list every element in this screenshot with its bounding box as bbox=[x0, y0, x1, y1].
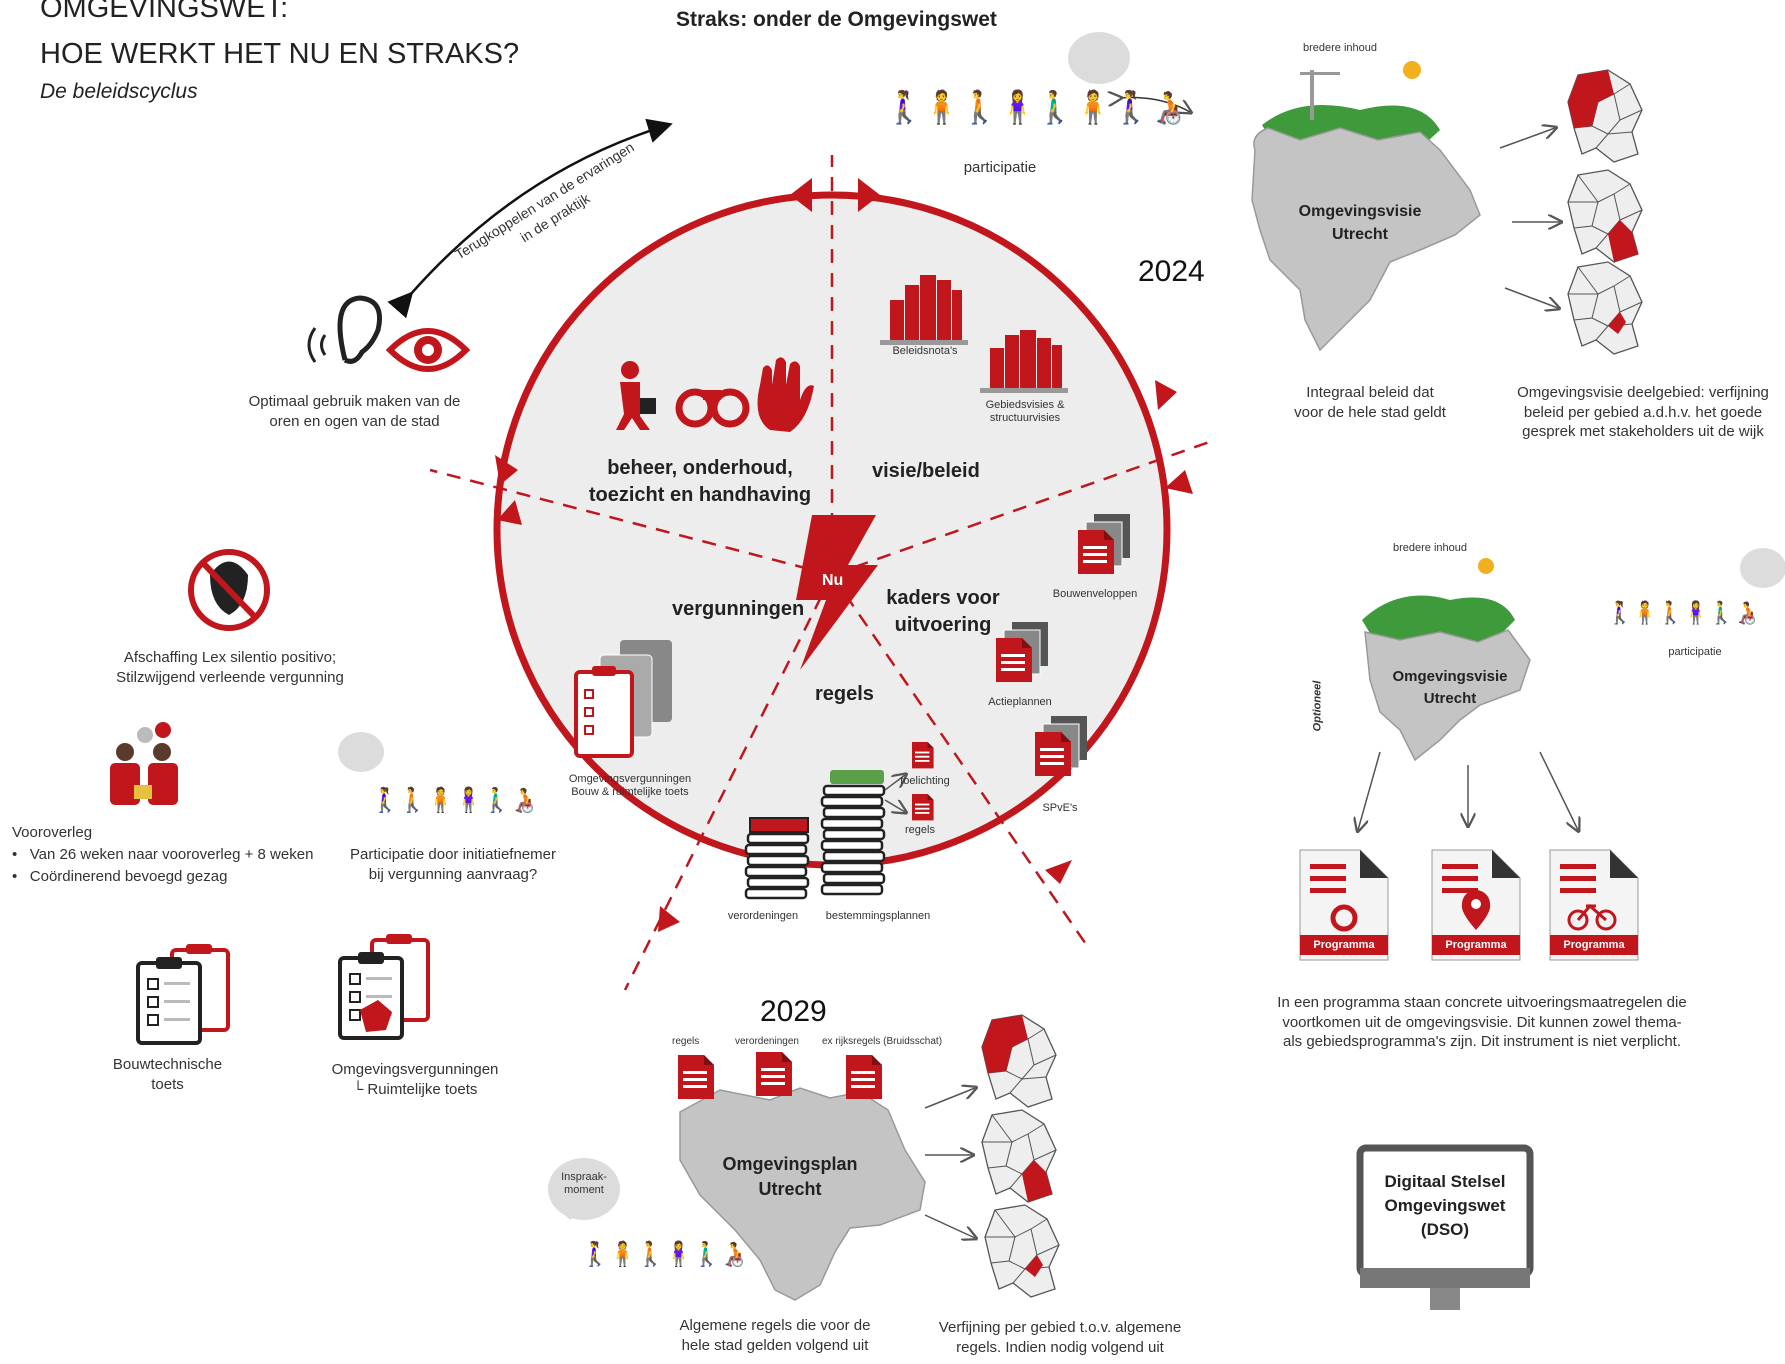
bredere-inhoud-label: bredere inhoud bbox=[1302, 42, 1377, 54]
bouwtechnische-clipboards bbox=[136, 944, 230, 1045]
vooroverleg-block: Vooroverleg • Van 26 weken naar voorover… bbox=[12, 822, 313, 887]
participation-people-icon: 🚶‍♀️🧍🚶🧍‍♀️🚶‍♂️🧑‍🦽 bbox=[580, 1241, 749, 1268]
no-silence-icon bbox=[188, 549, 270, 631]
verordeningen-label: verordeningen bbox=[727, 910, 799, 922]
verfijning-caption: Verfijning per gebied t.o.v. algemene re… bbox=[938, 1319, 1182, 1356]
participatie-mid-label: participatie bbox=[1668, 646, 1722, 658]
gebiedsvisies-books bbox=[980, 330, 1068, 393]
beleidsnotas-label: Beleidsnota's bbox=[892, 345, 958, 357]
omgevingsplan-name: Omgevingsplan Utrecht bbox=[722, 1154, 858, 1200]
lightning-icon bbox=[796, 515, 878, 670]
vooroverleg-bullet: • Coördinerend bevoegd gezag bbox=[12, 867, 228, 885]
bestemmingsplannen-books bbox=[820, 770, 886, 896]
ruimtelijke-clipboards bbox=[338, 934, 430, 1040]
programma-label-2: Programma bbox=[1445, 939, 1507, 951]
speech-bubble bbox=[338, 732, 384, 772]
toelichting-docs bbox=[884, 742, 934, 821]
speech-bubble bbox=[1068, 32, 1130, 84]
year-2024: 2024 bbox=[1138, 255, 1205, 288]
plan-label-regels: regels bbox=[672, 1036, 700, 1047]
verordeningen-books bbox=[744, 817, 810, 900]
omg-bouw-clipboards bbox=[574, 640, 672, 758]
omgevingsvisie-mid-name: Omgevingsvisie Utrecht bbox=[1392, 668, 1508, 707]
vooroverleg-bullet: • Van 26 weken naar vooroverleg + 8 weke… bbox=[12, 845, 314, 863]
programma-label-1: Programma bbox=[1313, 939, 1375, 951]
dso-monitor-icon bbox=[1356, 1144, 1534, 1310]
meeting-icon bbox=[110, 722, 178, 805]
programma-doc-1 bbox=[1299, 849, 1389, 961]
nu-label: Nu bbox=[822, 572, 844, 589]
programma-label-3: Programma bbox=[1563, 939, 1625, 951]
eye-icon bbox=[385, 328, 471, 372]
omg-bouw-label: Omgevingsvergunningen Bouw & ruimtelijke… bbox=[568, 773, 692, 799]
inspraak-label: Inspraak- moment bbox=[561, 1171, 607, 1197]
inspraak-bubble bbox=[548, 1158, 620, 1220]
actieplannen-label: Actieplannen bbox=[988, 696, 1052, 708]
ear-icon bbox=[307, 295, 382, 364]
sector-kaders: kaders voor uitvoering bbox=[886, 587, 1000, 636]
optioneel-label: Optioneel bbox=[1311, 680, 1324, 732]
spve-label: SPvE's bbox=[1042, 802, 1078, 814]
participation-people-icon: 🚶‍♀️🧍🚶🧍‍♀️🚶‍♂️🧑‍🦽 bbox=[1606, 600, 1760, 625]
feedback-arrow bbox=[387, 118, 673, 319]
omgevingsvisie-top-name: Omgevingsvisie Utrecht bbox=[1298, 203, 1422, 244]
sector-vergunningen: vergunningen bbox=[672, 598, 805, 620]
bestemmingsplannen-label: bestemmingsplannen bbox=[825, 910, 931, 922]
beleidsnotas-books bbox=[880, 275, 968, 345]
participation-people-icon: 🚶‍♀️🚶🧍🧍‍♀️🚶‍♂️🧑‍🦽 bbox=[370, 787, 539, 814]
algemene-caption: Algemene regels die voor de hele stad ge… bbox=[679, 1317, 871, 1354]
omgevingsvisie-top-map bbox=[1251, 61, 1481, 352]
programma-doc-3 bbox=[1549, 849, 1639, 961]
participation-people-icon: 🚶‍♀️🧍🚶🧍‍♀️🚶‍♂️🧍🚶‍♀️🧑‍🦽 bbox=[884, 89, 1189, 125]
ruimtelijke-caption: Omgevingsvergunningen └ Ruimtelijke toet… bbox=[331, 1061, 499, 1098]
bouwtechnische-caption: Bouwtechnische toets bbox=[112, 1056, 223, 1093]
plan-label-bruidsschat: ex rijksregels (Bruidsschat) bbox=[822, 1036, 943, 1047]
sector-regels: regels bbox=[815, 683, 874, 705]
plan-label-verordeningen: verordeningen bbox=[735, 1036, 799, 1047]
sector-visie: visie/beleid bbox=[872, 460, 980, 482]
toelichting-label: toelichting bbox=[900, 775, 950, 787]
regels-small-label: regels bbox=[905, 824, 935, 836]
sector-beheer: beheer, onderhoud, toezicht en handhavin… bbox=[588, 457, 812, 506]
straks-heading: Straks: onder de Omgevingswet bbox=[676, 8, 997, 31]
deelgebied-caption: Omgevingsvisie deelgebied: verfijning be… bbox=[1517, 384, 1769, 440]
omgevingsplan-map bbox=[679, 1087, 926, 1301]
ears-eyes-caption: Optimaal gebruik maken van de oren en og… bbox=[248, 393, 461, 430]
participatie-initiatief-caption: Participatie door initiatiefnemer bij ve… bbox=[350, 846, 556, 883]
gebiedsvisies-label: Gebiedsvisies & structuurvisies bbox=[985, 399, 1065, 425]
page-title-line1: OMGEVINGSWET: bbox=[40, 0, 289, 24]
omgevingsvisie-mid-map bbox=[1362, 558, 1531, 762]
dso-label: Digitaal Stelsel Omgevingswet (DSO) bbox=[1384, 1172, 1506, 1239]
lex-caption: Afschaffing Lex silentio positivo; Stilz… bbox=[116, 649, 344, 686]
page-title-line2: HOE WERKT HET NU EN STRAKS? bbox=[40, 38, 520, 70]
participatie-label: participatie bbox=[963, 159, 1037, 176]
programma-caption: In een programma staan concrete uitvoeri… bbox=[1277, 994, 1687, 1050]
speech-bubble bbox=[1740, 548, 1785, 588]
page-subtitle: De beleidscyclus bbox=[40, 80, 198, 103]
bredere-inhoud-label: bredere inhoud bbox=[1392, 542, 1467, 554]
year-2029: 2029 bbox=[760, 995, 827, 1028]
vooroverleg-title: Vooroverleg bbox=[12, 824, 93, 841]
programma-doc-2 bbox=[1431, 849, 1521, 961]
bouwenveloppen-label: Bouwenveloppen bbox=[1052, 588, 1138, 600]
beheer-icons bbox=[616, 357, 814, 432]
integraal-caption: Integraal beleid dat voor de hele stad g… bbox=[1294, 384, 1446, 421]
